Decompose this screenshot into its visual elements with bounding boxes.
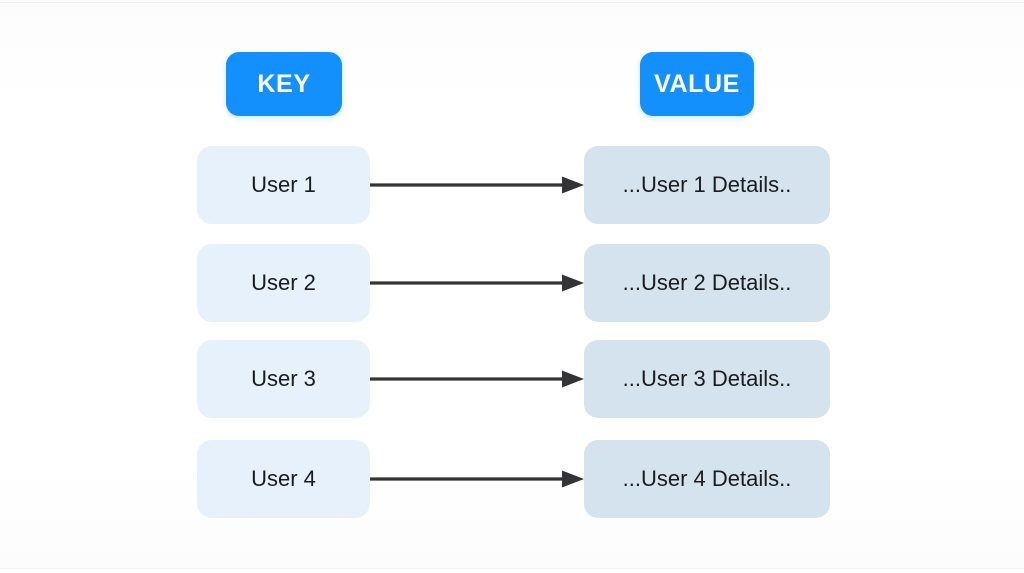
value-box: ...User 1 Details..	[584, 146, 830, 224]
top-divider	[0, 2, 1024, 3]
bottom-divider	[0, 568, 1024, 569]
value-box: ...User 3 Details..	[584, 340, 830, 418]
key-box: User 1	[197, 146, 370, 224]
key-column-header: KEY	[226, 52, 342, 116]
value-column-header: VALUE	[640, 52, 754, 116]
background-panel	[0, 3, 1024, 568]
key-box: User 2	[197, 244, 370, 322]
arrow-right-icon	[368, 172, 586, 198]
arrow-right-icon	[368, 366, 586, 392]
key-box: User 4	[197, 440, 370, 518]
arrow-right-icon	[368, 270, 586, 296]
arrow-right-icon	[368, 466, 586, 492]
value-box: ...User 4 Details..	[584, 440, 830, 518]
mapping-row: User 2 ...User 2 Details..	[0, 244, 1024, 322]
mapping-row: User 1 ...User 1 Details..	[0, 146, 1024, 224]
mapping-row: User 3 ...User 3 Details..	[0, 340, 1024, 418]
mapping-row: User 4 ...User 4 Details..	[0, 440, 1024, 518]
value-box: ...User 2 Details..	[584, 244, 830, 322]
key-box: User 3	[197, 340, 370, 418]
